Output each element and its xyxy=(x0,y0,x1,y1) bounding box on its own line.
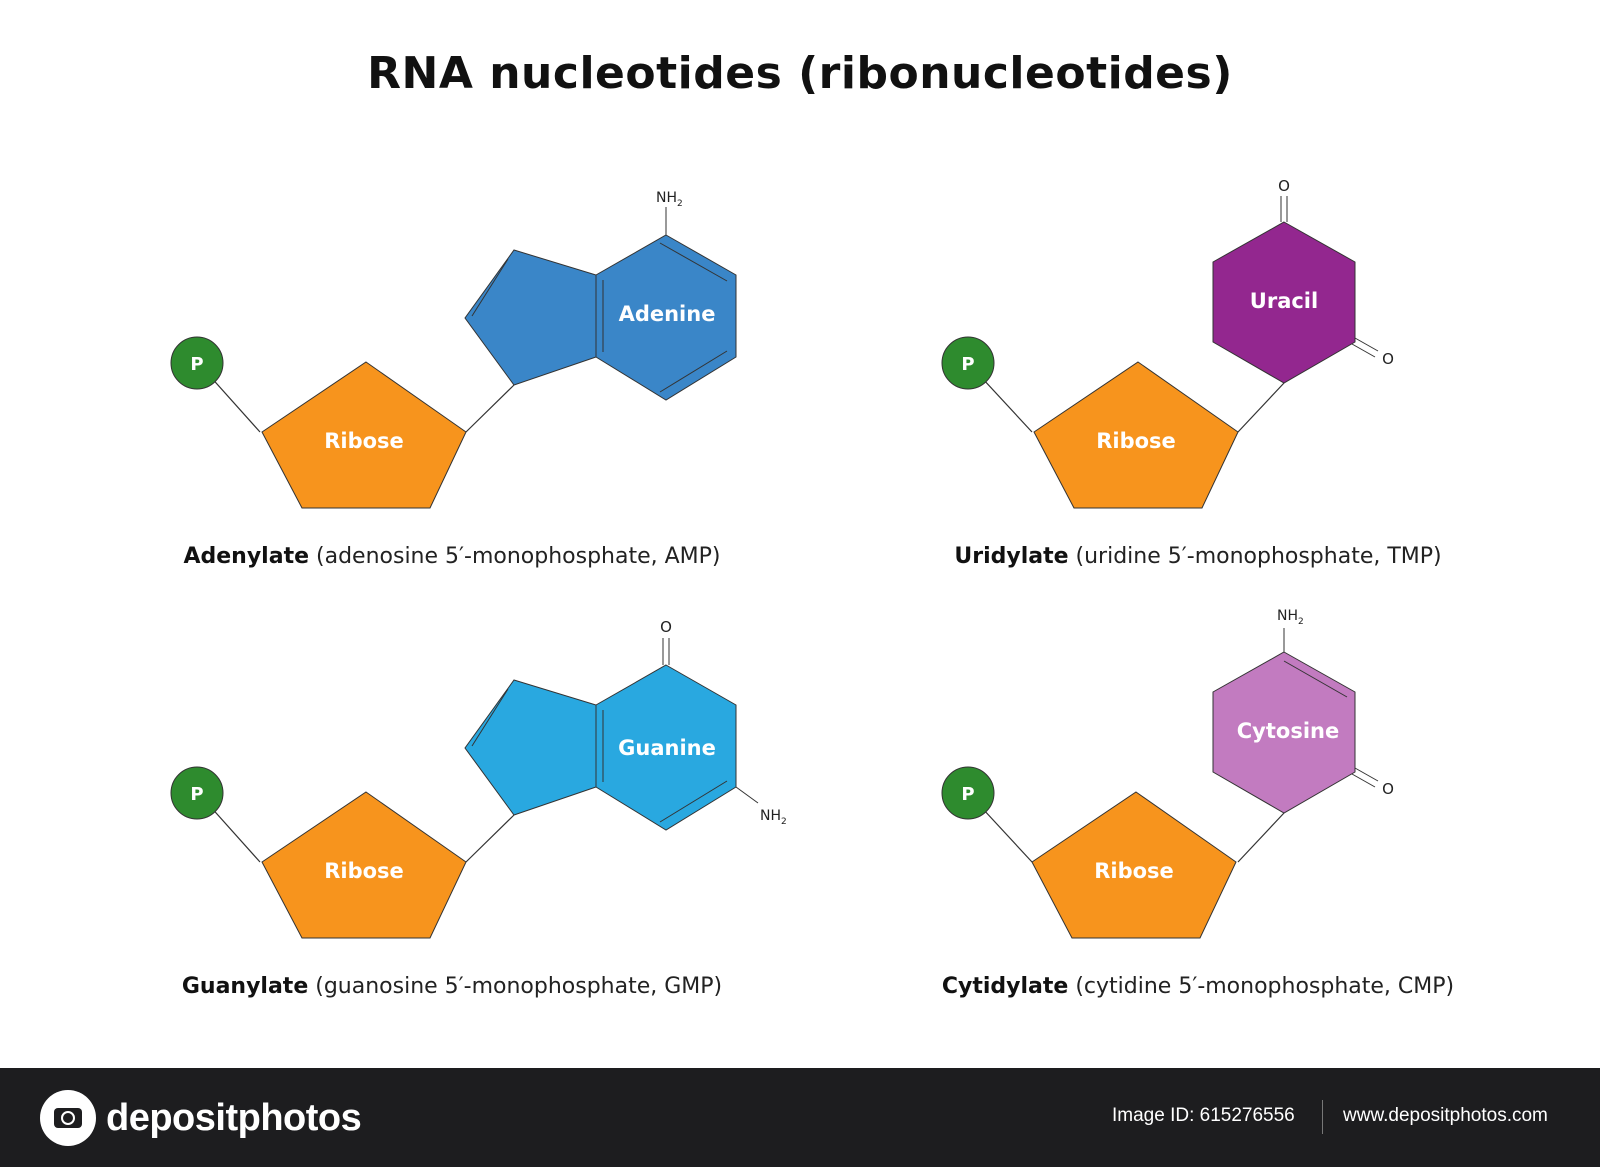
nucleotide-name: Adenylate xyxy=(183,544,310,569)
phosphate-circle xyxy=(170,766,224,820)
logo-text: depositphotos xyxy=(106,1096,362,1139)
adenine-label: Adenine xyxy=(619,302,716,326)
amino-group-label: NH2 xyxy=(1277,608,1304,627)
image-id: Image ID: 615276556 xyxy=(1112,1105,1295,1126)
camera-icon xyxy=(40,1090,96,1146)
depositphotos-logo[interactable]: depositphotos xyxy=(40,1088,362,1148)
guanine-label: Guanine xyxy=(618,736,716,760)
amino-group-label: NH2 xyxy=(760,808,787,827)
nucleotide-name: Guanylate xyxy=(181,974,309,999)
nucleotide-detail: (adenosine 5′-monophosphate, AMP) xyxy=(309,544,721,569)
oxygen-label: O xyxy=(1382,780,1394,798)
cytosine-ring xyxy=(1212,651,1356,814)
nucleotide-detail: (cytidine 5′-monophosphate, CMP) xyxy=(1068,974,1455,999)
cytidylate-structure: Ribose P Cytosine NH2 O xyxy=(941,608,1394,939)
nucleotide-name: Uridylate xyxy=(954,544,1069,569)
phosphate-label: P xyxy=(961,784,974,805)
oxygen-label: O xyxy=(660,618,672,636)
adenylate-caption: Adenylate (adenosine 5′-monophosphate, A… xyxy=(72,544,832,569)
nucleotide-detail: (uridine 5′-monophosphate, TMP) xyxy=(1068,544,1442,569)
ribose-pentagon xyxy=(1033,361,1239,509)
cytosine-label: Cytosine xyxy=(1237,719,1339,743)
phosphate-label: P xyxy=(190,784,203,805)
adenylate-structure: Ribose P Adenine NH2 xyxy=(170,190,737,509)
cytidylate-caption: Cytidylate (cytidine 5′-monophosphate, C… xyxy=(818,974,1578,999)
guanylate-caption: Guanylate (guanosine 5′-monophosphate, G… xyxy=(72,974,832,999)
phosphate-label: P xyxy=(190,354,203,375)
guanine-five-ring xyxy=(464,679,597,816)
ribose-pentagon xyxy=(261,791,467,939)
oxygen-label: O xyxy=(1382,350,1394,368)
ribose-label: Ribose xyxy=(324,859,404,883)
ribose-pentagon xyxy=(261,361,467,509)
uracil-label: Uracil xyxy=(1250,289,1318,313)
phosphate-circle xyxy=(941,766,995,820)
diagram-title: RNA nucleotides (ribonucleotides) xyxy=(367,48,1233,99)
nucleotide-diagram: Ribose P Adenine NH2 Ribose P Uracil O O… xyxy=(170,177,1394,939)
guanine-six-ring xyxy=(595,664,737,831)
site-url[interactable]: www.depositphotos.com xyxy=(1343,1105,1548,1126)
footer-bar: depositphotos Image ID: 615276556 www.de… xyxy=(0,1068,1600,1167)
adenine-six-ring xyxy=(595,234,737,401)
nucleotide-name: Cytidylate xyxy=(941,974,1069,999)
oxygen-label: O xyxy=(1278,177,1290,195)
footer-divider xyxy=(1322,1100,1323,1134)
ribose-pentagon xyxy=(1031,791,1237,939)
uridylate-structure: Ribose P Uracil O O xyxy=(941,177,1394,509)
nucleotide-detail: (guanosine 5′-monophosphate, GMP) xyxy=(308,974,723,999)
ribose-label: Ribose xyxy=(1094,859,1174,883)
phosphate-label: P xyxy=(961,354,974,375)
amino-group-label: NH2 xyxy=(656,190,683,209)
ribose-label: Ribose xyxy=(324,429,404,453)
ribose-label: Ribose xyxy=(1096,429,1176,453)
guanylate-structure: Ribose P Guanine O NH2 xyxy=(170,618,787,939)
uracil-ring xyxy=(1212,221,1356,384)
uridylate-caption: Uridylate (uridine 5′-monophosphate, TMP… xyxy=(818,544,1578,569)
phosphate-circle xyxy=(170,336,224,390)
phosphate-circle xyxy=(941,336,995,390)
adenine-five-ring xyxy=(464,249,597,386)
